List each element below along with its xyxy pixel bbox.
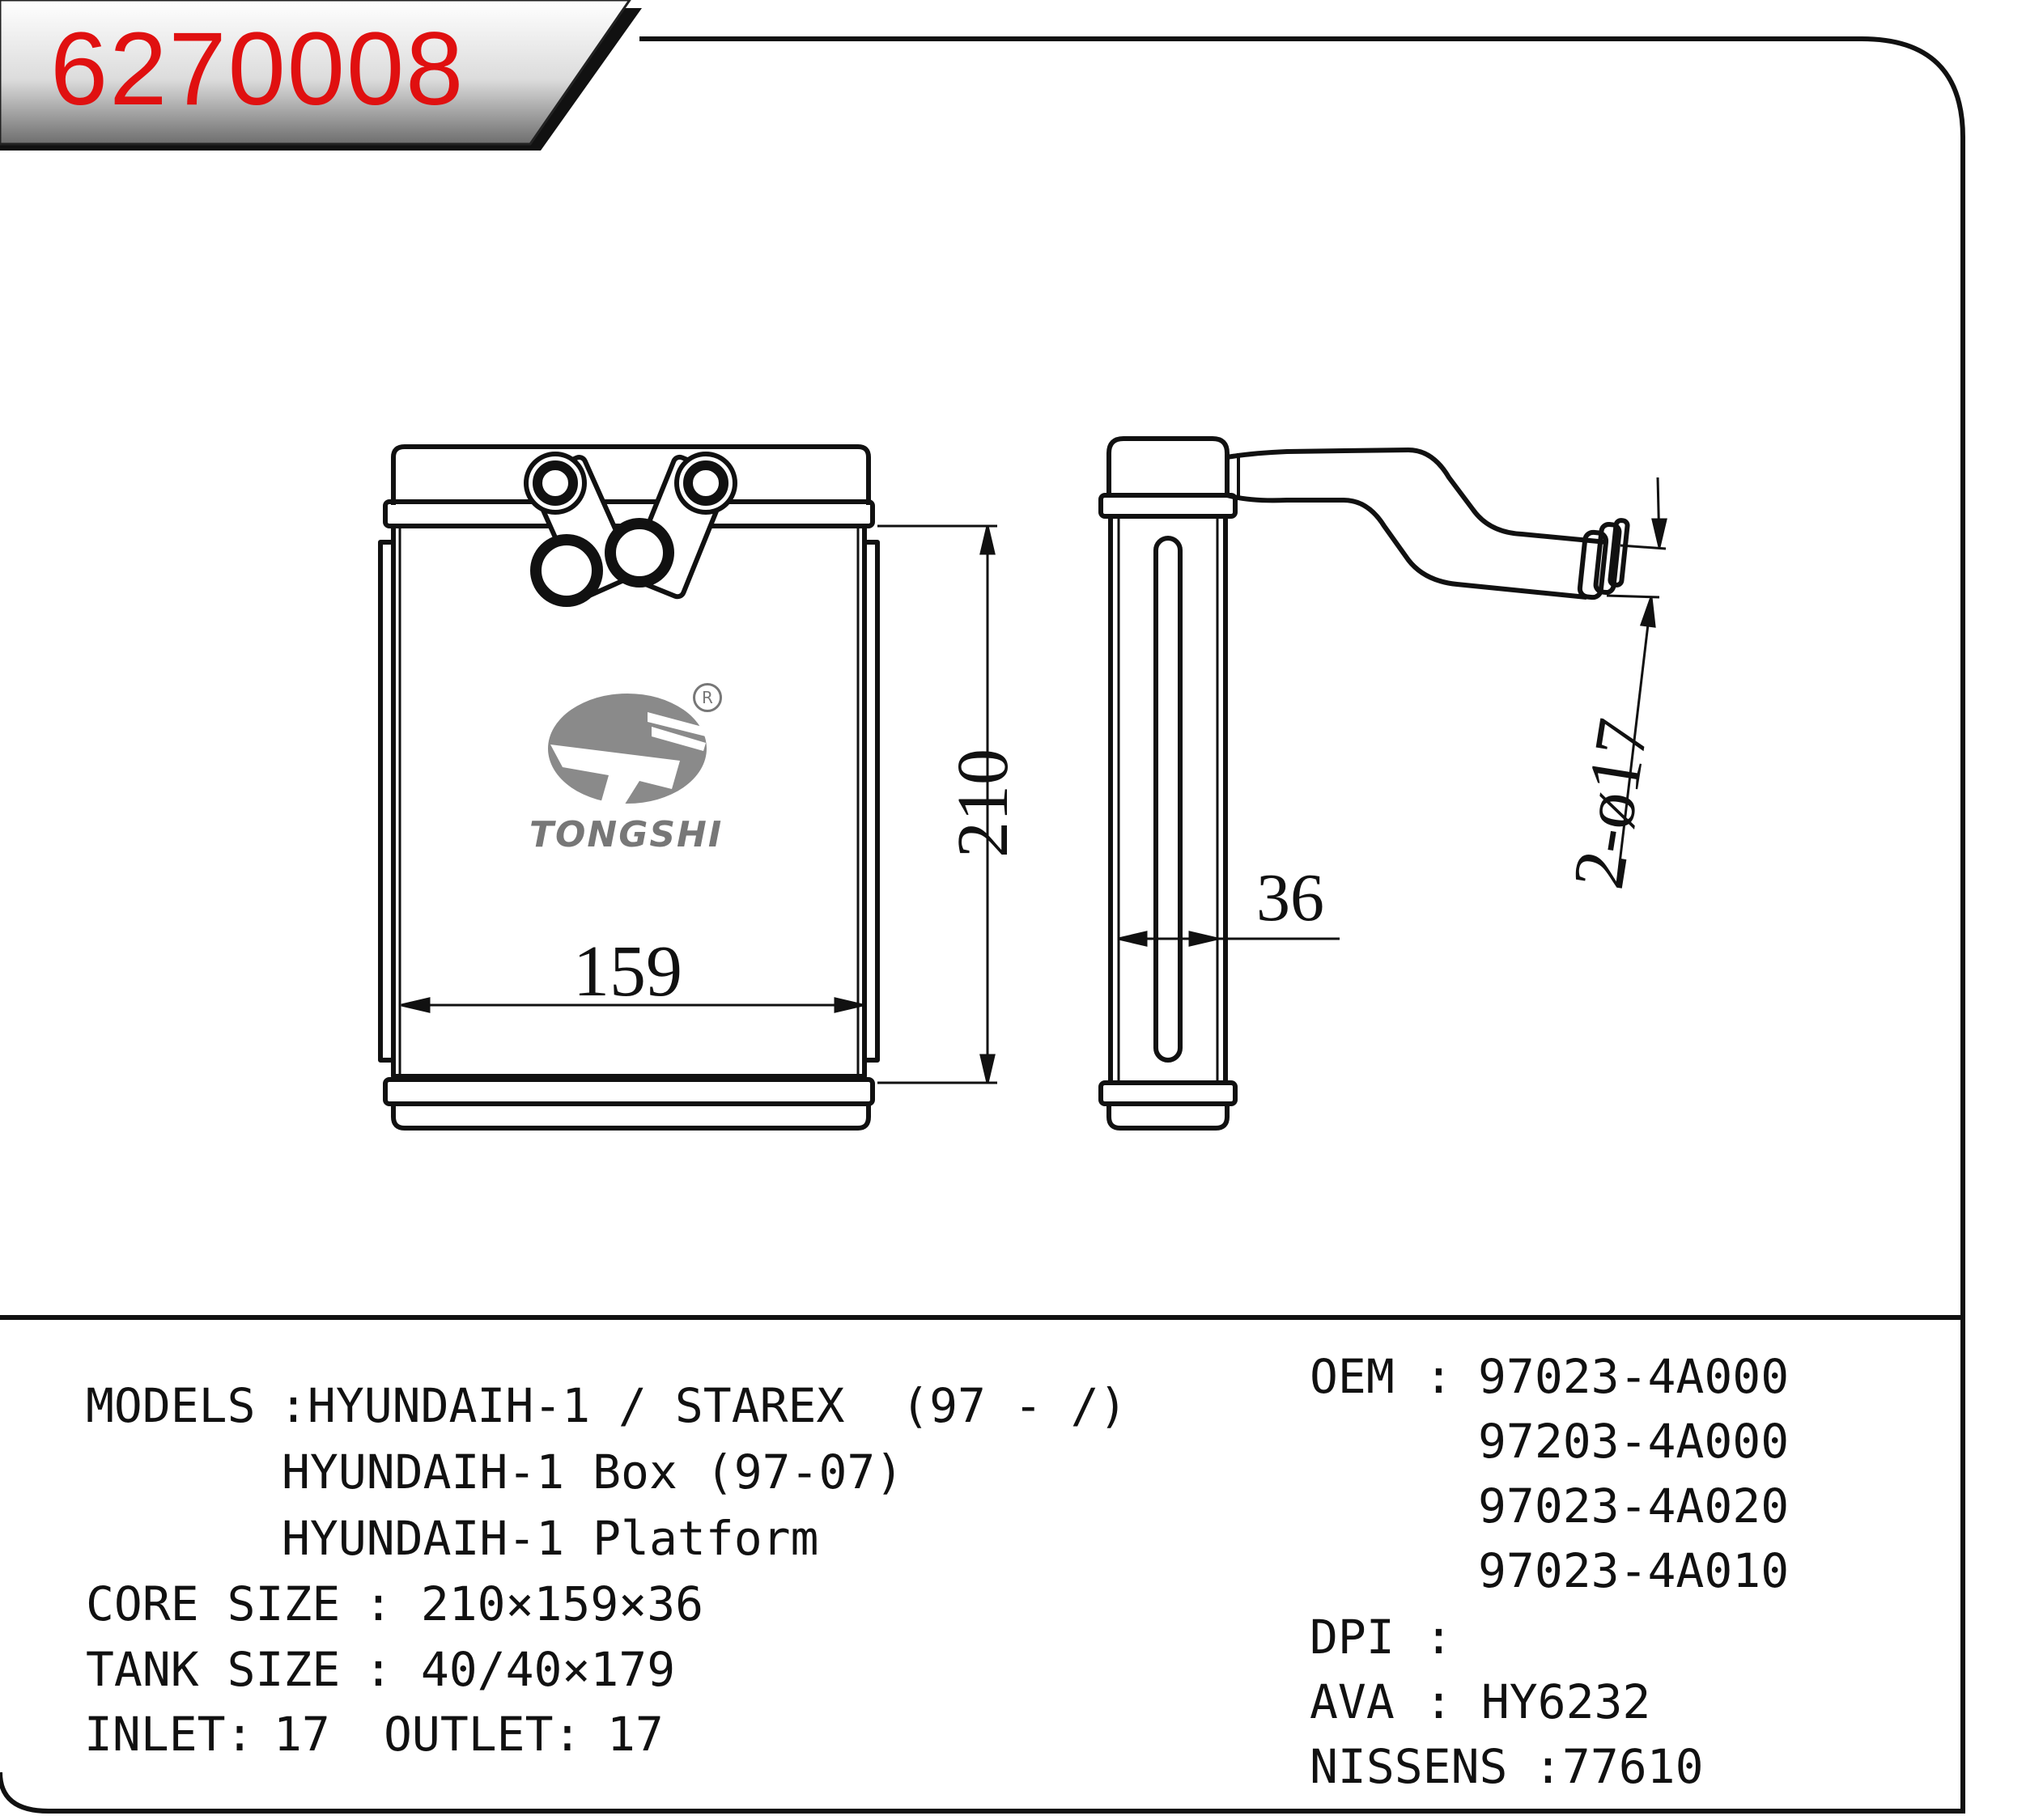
oem-label: OEM — [1310, 1349, 1395, 1404]
oem-number-4: 97023-4A010 — [1478, 1543, 1790, 1598]
dimension-thickness — [1118, 931, 1340, 947]
part-number: 6270008 — [50, 11, 465, 127]
models-line-1: :HYUNDAIH-1 / STAREX (97 - /) — [279, 1378, 1128, 1433]
core-size-label: CORE SIZE — [86, 1576, 341, 1631]
registered-trademark-icon: R — [693, 683, 722, 712]
ava-value: : HY6232 — [1425, 1674, 1651, 1729]
part-number-tab — [0, 0, 631, 146]
tank-size-value: : 40/40×179 — [364, 1642, 676, 1697]
outlet-label: OUTLET: — [384, 1707, 582, 1762]
dimension-pipe — [1606, 477, 1667, 885]
inlet-label: INLET: — [84, 1707, 254, 1762]
dimension-width — [401, 997, 864, 1013]
models-line-2: HYUNDAIH-1 Box (97-07) — [282, 1445, 904, 1500]
outlet-value: 17 — [607, 1707, 664, 1762]
oem-number-3: 97023-4A020 — [1478, 1478, 1790, 1534]
core-size-value: : 210×159×36 — [364, 1576, 704, 1631]
side-view — [1098, 436, 1238, 1131]
oem-number-1: 97023-4A000 — [1478, 1349, 1790, 1404]
dpi-label: DPI — [1310, 1610, 1395, 1665]
tank-size-label: TANK SIZE — [86, 1642, 341, 1697]
sheet-frame — [0, 36, 1965, 1814]
models-line-3: HYUNDAIH-1 Platform — [282, 1511, 819, 1566]
brand-logo-text: TONGSHI — [529, 814, 724, 855]
oem-number-2: 97203-4A000 — [1478, 1414, 1790, 1469]
nissens-value: :77610 — [1534, 1739, 1704, 1794]
oem-colon: : — [1425, 1349, 1453, 1404]
inlet-value: 17 — [274, 1707, 330, 1762]
dpi-value: : — [1425, 1610, 1453, 1665]
dimension-thickness-label: 36 — [1256, 860, 1324, 935]
tongshi-logo-emblem — [548, 694, 708, 809]
ava-label: AVA — [1310, 1674, 1395, 1729]
nissens-label: NISSENS — [1310, 1739, 1508, 1794]
models-label: MODELS — [86, 1378, 284, 1433]
front-pipes — [524, 452, 737, 607]
side-pipe — [1226, 448, 1630, 600]
dimension-height-label: 210 — [943, 749, 1023, 858]
dimension-width-label: 159 — [573, 931, 682, 1012]
dimension-height — [877, 524, 997, 1084]
